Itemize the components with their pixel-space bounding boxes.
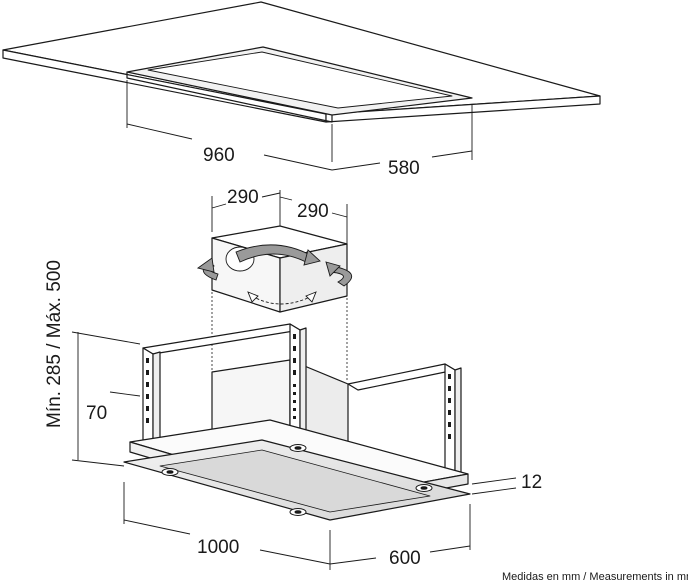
hood-depth-label: 600 — [389, 548, 421, 569]
thickness-dimension-lines — [471, 477, 517, 495]
duct-depth-label: 290 — [297, 201, 329, 222]
ceiling-panel — [2, 1, 601, 123]
duct-dimension-lines — [211, 190, 348, 244]
hood-dimension-lines — [123, 482, 471, 570]
thickness-label: 12 — [521, 472, 542, 493]
ceiling-width-label: 960 — [203, 145, 235, 166]
frame-height-label: 70 — [86, 403, 107, 424]
projection-lines — [211, 292, 348, 382]
rotation-arrows — [196, 244, 353, 305]
height-dimension-lines — [71, 331, 141, 467]
hood-width-label: 1000 — [197, 537, 239, 558]
hood-lights — [161, 444, 433, 516]
hood-body — [123, 419, 471, 521]
bracket-holes — [146, 334, 451, 439]
measurements-note: Medidas en mm / Measurements in mm — [502, 571, 688, 583]
ceiling-depth-label: 580 — [388, 158, 420, 179]
height-range-label: Mín. 285 / Máx. 500 — [44, 260, 65, 428]
duct-width-label: 290 — [227, 187, 259, 208]
ceiling-dimension-lines — [126, 80, 473, 171]
